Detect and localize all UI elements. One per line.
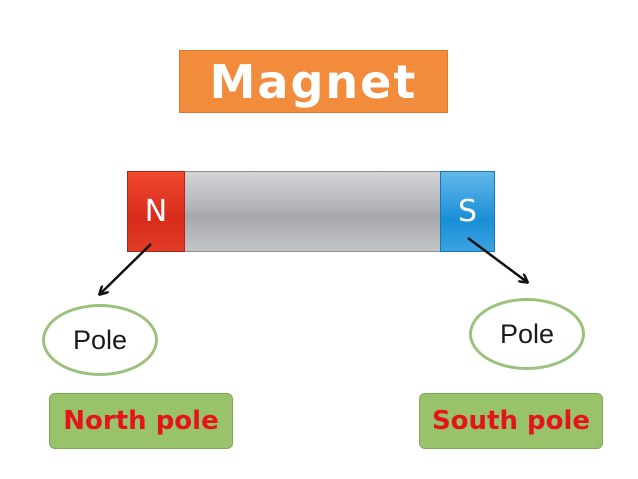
north-pole-label: Pole (72, 324, 128, 355)
north-arrow (100, 243, 152, 294)
south-pole-ellipse: Pole (469, 298, 585, 370)
north-letter: N (144, 194, 168, 229)
south-arrow (467, 236, 527, 282)
north-pole-name-box: North pole (49, 393, 233, 449)
north-pole-ellipse: Pole (42, 304, 158, 376)
title-box: Magnet (179, 50, 448, 113)
magnet-bar (127, 171, 495, 252)
south-letter: S (457, 194, 478, 229)
south-pole-name-box: South pole (419, 393, 603, 449)
title-text: Magnet (209, 54, 418, 109)
south-pole-label: Pole (499, 318, 555, 349)
north-pole-name: North pole (63, 406, 219, 436)
magnet-north-end: N (127, 171, 185, 252)
magnet-south-end: S (440, 171, 495, 252)
south-pole-name: South pole (431, 406, 591, 436)
